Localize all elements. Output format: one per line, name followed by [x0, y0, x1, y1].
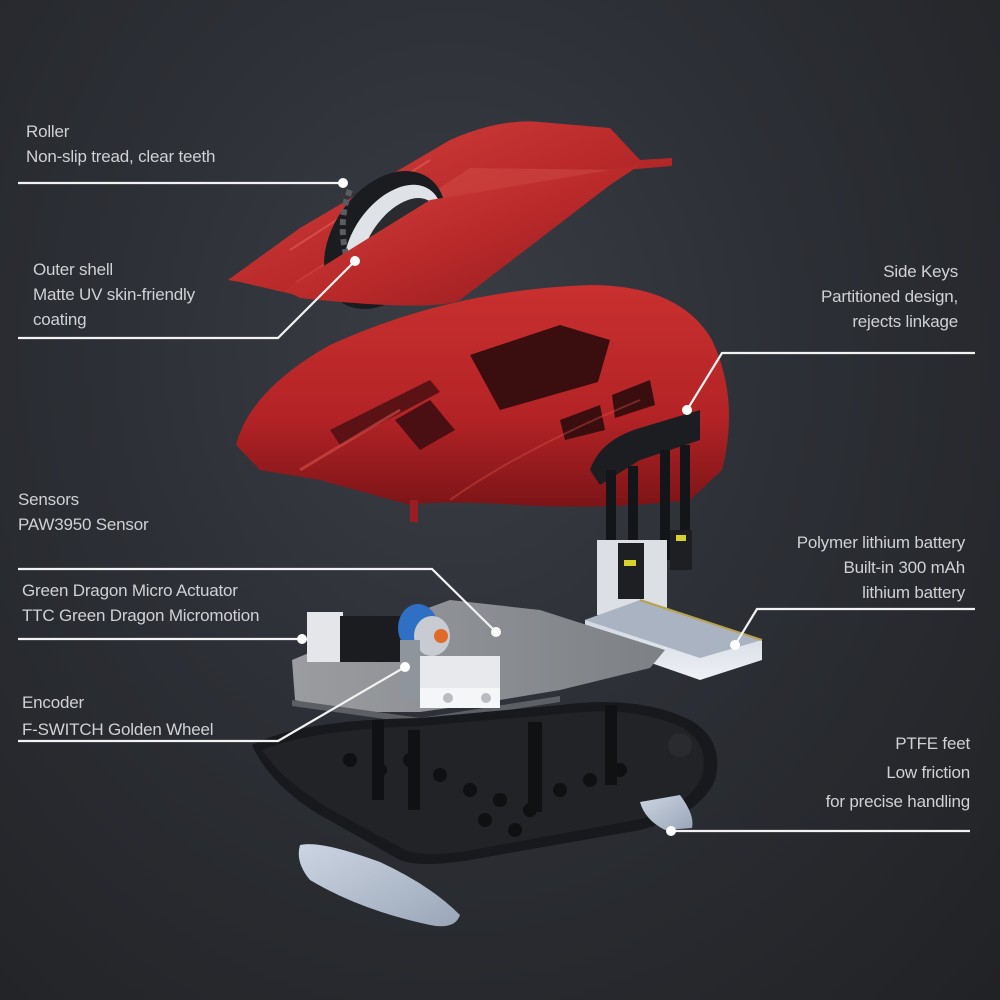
micro-switches — [307, 612, 500, 708]
callout-roller: Roller Non-slip tread, clear teeth — [26, 119, 215, 169]
callout-title: PTFE feet — [895, 734, 970, 753]
callout-battery: Polymer lithium battery Built-in 300 mAh… — [797, 530, 965, 605]
callout-desc: F-SWITCH Golden Wheel — [22, 720, 214, 739]
callout-ptfe-feet: PTFE feet Low friction for precise handl… — [825, 729, 971, 816]
main-body-shell — [236, 285, 730, 522]
leader-battery — [734, 607, 975, 646]
callout-desc: Matte UV skin-friendly — [33, 285, 195, 304]
leader-outer-shell — [18, 260, 356, 340]
callout-title: Roller — [26, 122, 70, 141]
top-shell-front — [285, 165, 640, 306]
callout-desc: coating — [33, 310, 87, 329]
callout-desc: lithium battery — [862, 583, 965, 602]
callout-encoder: Encoder F-SWITCH Golden Wheel — [22, 689, 214, 743]
leader-dots — [297, 178, 740, 836]
callout-title: Sensors — [18, 490, 79, 509]
callout-micro-actuator: Green Dragon Micro Actuator TTC Green Dr… — [22, 578, 259, 628]
callout-outer-shell: Outer shell Matte UV skin-friendly coati… — [33, 257, 195, 332]
callout-desc: TTC Green Dragon Micromotion — [22, 606, 260, 625]
callout-desc: for precise handling — [825, 792, 971, 811]
leader-lines — [18, 181, 975, 833]
callout-title: Polymer lithium battery — [796, 533, 965, 552]
callout-desc: PAW3950 Sensor — [18, 515, 149, 534]
callout-desc: rejects linkage — [852, 312, 958, 331]
callout-desc: Built-in 300 mAh — [843, 558, 965, 577]
callout-desc: Low friction — [886, 763, 970, 782]
callout-title: Side Keys — [883, 262, 958, 281]
leader-side-keys — [686, 351, 975, 411]
ptfe-foot-rear — [640, 795, 693, 830]
leader-encoder — [18, 666, 406, 743]
leader-sensors — [18, 567, 497, 633]
callout-title: Outer shell — [33, 260, 114, 279]
side-keys-assembly — [590, 410, 700, 615]
base-chassis — [252, 702, 718, 864]
callout-sensors: Sensors PAW3950 Sensor — [18, 487, 149, 537]
callout-title: Encoder — [22, 693, 84, 712]
callout-desc: Partitioned design, — [820, 287, 958, 306]
ptfe-foot-front — [298, 844, 460, 927]
callout-desc: Non-slip tread, clear teeth — [26, 147, 216, 166]
callout-side-keys: Side Keys Partitioned design, rejects li… — [821, 259, 958, 334]
callout-title: Green Dragon Micro Actuator — [22, 581, 238, 600]
encoder-wheel — [398, 604, 450, 700]
